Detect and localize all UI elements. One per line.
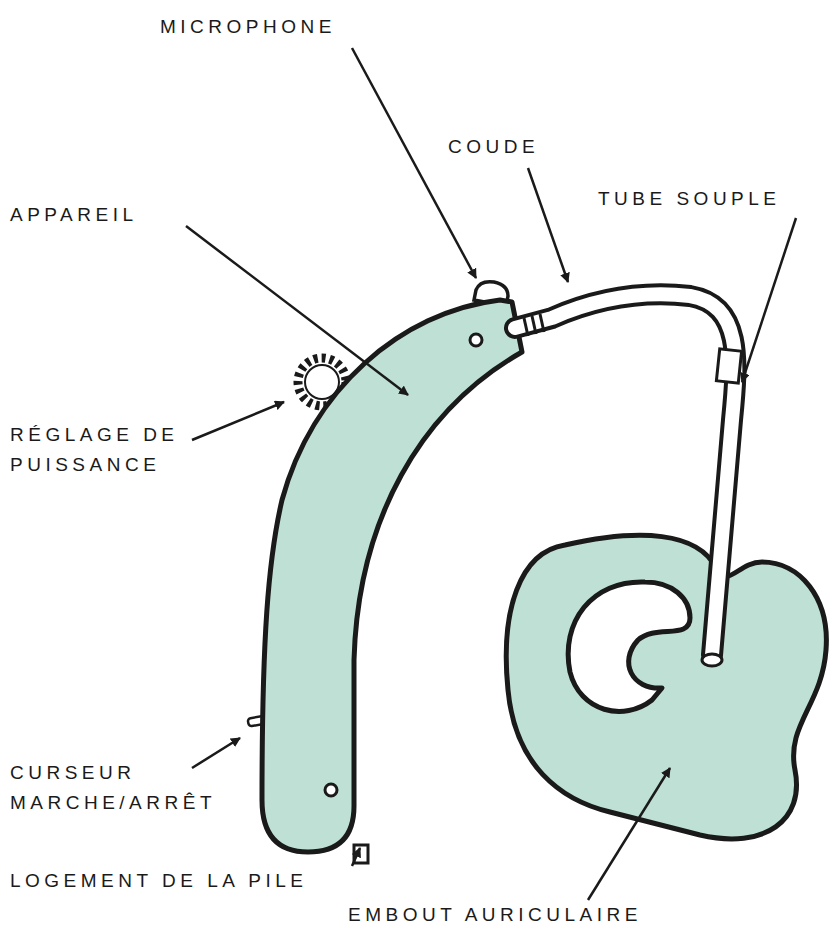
leader-lines (186, 48, 796, 900)
tube (515, 294, 735, 655)
part-label: LOGEMENT DE LA PILE (10, 866, 307, 896)
earmold (506, 535, 826, 839)
part-label: RÉGLAGE DE PUISSANCE (10, 420, 180, 480)
part-label: MICROPHONE (160, 12, 336, 42)
elbow-ribs (524, 314, 544, 336)
part-label: COUDE (448, 132, 539, 162)
earmold-hole (568, 582, 690, 711)
tube-outline (515, 294, 735, 655)
screw (325, 784, 337, 796)
part-label: EMBOUT AURICULAIRE (348, 900, 642, 930)
screw (470, 334, 482, 346)
tube-connector (716, 349, 741, 383)
part-label: TUBE SOUPLE (598, 184, 781, 214)
part-label: APPAREIL (10, 200, 138, 230)
tube-end (702, 654, 722, 666)
part-label: CURSEUR MARCHE/ARRÊT (10, 758, 185, 818)
